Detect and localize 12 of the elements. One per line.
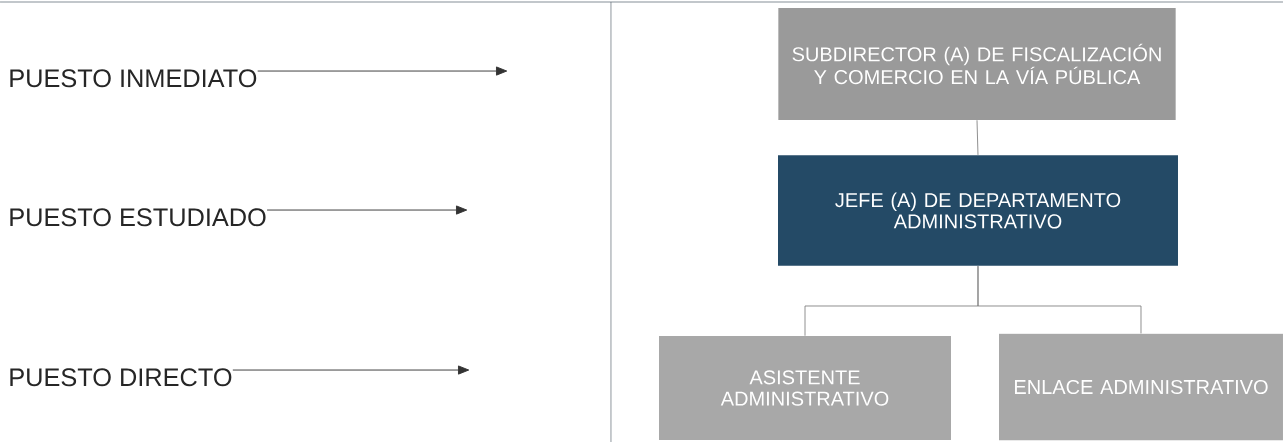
position-box: SUBDIRECTOR (A) DE FISCALIZACIÓN Y COMERCIO EN LA VÍA PÚBLICA xyxy=(778,8,1176,120)
position-box: JEFE (A) DE DEPARTAMENTO ADMINISTRATIVO xyxy=(778,155,1178,266)
connector xyxy=(232,365,470,375)
position-box: ENLACE ADMINISTRATIVO xyxy=(999,333,1283,441)
position-label: PUESTO ESTUDIADO xyxy=(10,208,266,227)
connector xyxy=(266,205,468,215)
connector xyxy=(976,119,979,156)
connector xyxy=(977,265,1142,334)
position-label: PUESTO DIRECTO xyxy=(10,368,232,387)
connector xyxy=(257,66,508,76)
position-box: ASISTENTE ADMINISTRATIVO xyxy=(659,336,951,440)
position-label: PUESTO INMEDIATO xyxy=(10,69,257,88)
